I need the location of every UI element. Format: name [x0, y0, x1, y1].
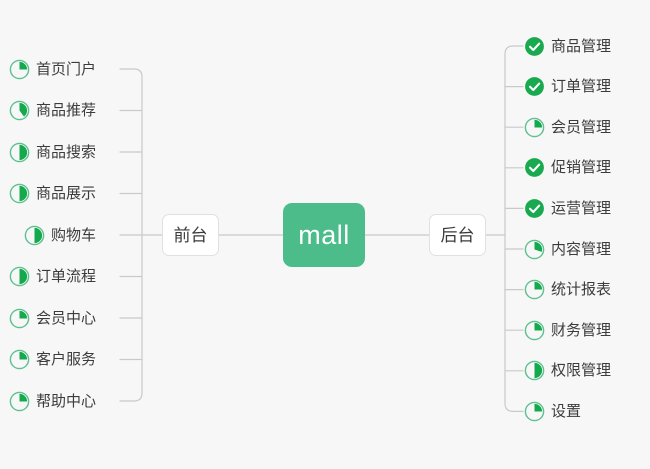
leaf-item-label: 商品展示 [35, 185, 96, 202]
pie-progress-icon [524, 117, 545, 138]
pie-progress-icon [9, 100, 30, 121]
leaf-item-label: 会员中心 [35, 309, 96, 327]
leaf-item-label: 首页门户 [35, 60, 96, 78]
leaf-item[interactable]: 会员管理 [524, 115, 611, 139]
pie-progress-icon [524, 320, 545, 341]
leaf-item-label: 购物车 [50, 226, 96, 244]
check-circle-icon [524, 157, 545, 178]
leaf-item-label: 商品搜索 [35, 143, 96, 161]
pie-progress-icon [524, 401, 545, 422]
center-node-mall[interactable]: mall [283, 203, 365, 267]
leaf-item-label: 权限管理 [551, 362, 612, 380]
leaf-item-label: 订单流程 [35, 268, 96, 285]
branch-node-front[interactable]: 前台 [162, 214, 219, 256]
leaf-item-label: 客户服务 [35, 351, 96, 368]
leaf-item[interactable]: 会员中心 [9, 306, 96, 330]
leaf-item[interactable]: 设置 [524, 399, 581, 423]
leaf-item-label: 促销管理 [551, 159, 612, 177]
leaf-item-label: 设置 [551, 402, 582, 420]
pie-progress-icon [9, 349, 30, 370]
leaf-item-label: 内容管理 [551, 240, 612, 258]
leaf-item[interactable]: 客户服务 [9, 348, 96, 372]
leaf-item[interactable]: 商品搜索 [9, 140, 96, 164]
leaf-item[interactable]: 财务管理 [524, 318, 611, 342]
pie-progress-icon [524, 279, 545, 300]
check-circle-icon [524, 36, 545, 57]
branch-node-front-label: 前台 [173, 225, 208, 245]
leaf-item-label: 商品管理 [551, 37, 612, 55]
check-circle-icon [524, 76, 545, 97]
pie-progress-icon [9, 183, 30, 204]
leaf-item[interactable]: 商品管理 [524, 34, 611, 58]
pie-progress-icon [9, 59, 30, 80]
pie-progress-icon [524, 239, 545, 260]
leaf-item[interactable]: 促销管理 [524, 156, 611, 180]
leaf-item[interactable]: 帮助中心 [9, 389, 96, 413]
check-circle-icon [524, 198, 545, 219]
pie-progress-icon [9, 266, 30, 287]
leaf-item[interactable]: 运营管理 [524, 196, 611, 220]
branch-node-back[interactable]: 后台 [429, 214, 486, 256]
center-node-label: mall [298, 219, 350, 250]
leaf-item[interactable]: 商品推荐 [9, 99, 96, 123]
leaf-item-label: 运营管理 [551, 199, 612, 217]
pie-progress-icon [524, 360, 545, 381]
leaf-item-label: 统计报表 [551, 281, 612, 299]
leaf-item[interactable]: 订单管理 [524, 75, 611, 99]
leaf-item[interactable]: 首页门户 [9, 57, 96, 81]
leaf-item[interactable]: 权限管理 [524, 359, 611, 383]
pie-progress-icon [9, 142, 30, 163]
pie-progress-icon [24, 225, 45, 246]
leaf-item-label: 财务管理 [551, 321, 612, 339]
pie-progress-icon [9, 391, 30, 412]
leaf-item-label: 商品推荐 [35, 102, 96, 119]
branch-node-back-label: 后台 [440, 225, 475, 245]
leaf-item[interactable]: 订单流程 [9, 265, 96, 289]
leaf-item[interactable]: 商品展示 [9, 182, 96, 206]
leaf-item[interactable]: 购物车 [24, 223, 96, 247]
leaf-item-label: 帮助中心 [35, 392, 96, 410]
leaf-item-label: 订单管理 [551, 78, 612, 96]
pie-progress-icon [9, 308, 30, 329]
leaf-item-label: 会员管理 [551, 118, 612, 136]
leaf-item[interactable]: 内容管理 [524, 237, 611, 261]
leaf-item[interactable]: 统计报表 [524, 278, 611, 302]
